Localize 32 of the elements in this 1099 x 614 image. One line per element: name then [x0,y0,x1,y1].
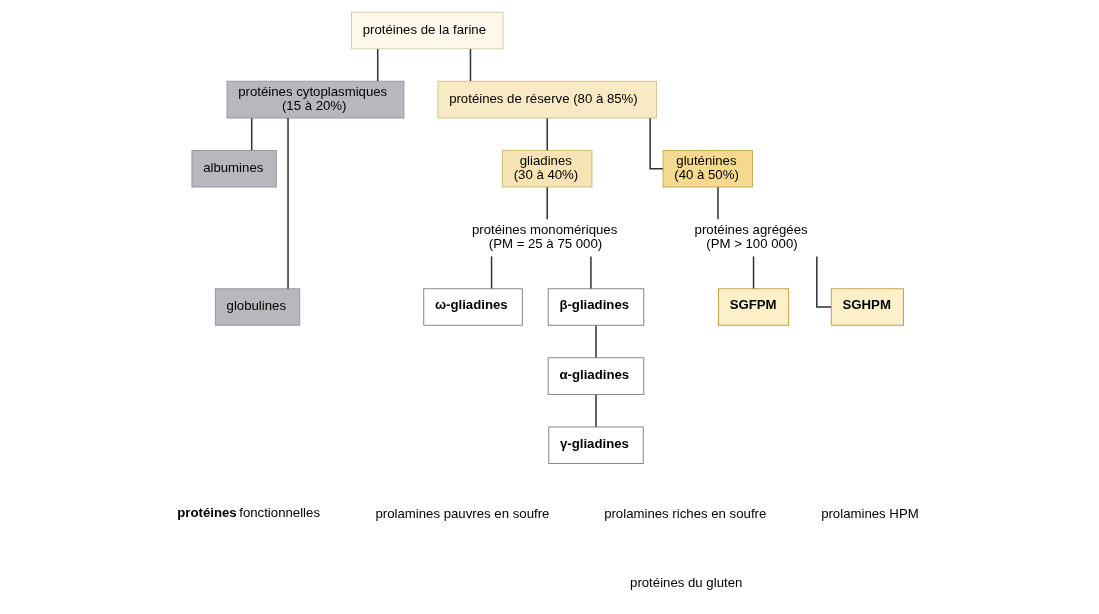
node-box: γ-gliadines [548,426,644,465]
node-box: protéines cytoplasmiques (15 à 20%) [226,80,405,119]
node-box: protéines de réserve (80 à 85%) [437,80,657,119]
connector [590,255,592,290]
node-box: gluténines (40 à 50%) [662,149,754,188]
connector [469,48,472,82]
node-box: ω-gliadines [423,288,523,326]
connector [250,117,253,151]
node-box: protéines de la farine [351,11,504,50]
connector [752,255,755,290]
node-box: albumines [191,149,277,188]
node-box: α-gliadines [547,357,645,395]
node-text: protéines monomériques (PM = 25 à 75 000) [472,222,618,252]
node-box: globulines [214,288,301,326]
node-box: SGFPM [717,288,790,326]
connector [717,186,719,221]
node-box: β-gliadines [547,288,645,326]
connector [490,255,493,290]
label: prolamines HPM [821,505,919,521]
label: protéines fonctionnelles [177,504,320,520]
connector [546,186,548,221]
label: prolamines pauvres en soufre [375,505,550,521]
node-box: SGHPM [830,288,904,326]
connector [376,48,379,82]
node-box: gliadines (30 à 40%) [502,149,593,188]
label: protéines du gluten [630,574,743,590]
label: prolamines riches en soufre [604,505,767,521]
connector [287,117,289,290]
node-text: protéines agrégées (PM > 100 000) [694,222,808,252]
connector [595,393,597,428]
connector [546,117,548,151]
connector [595,324,597,359]
